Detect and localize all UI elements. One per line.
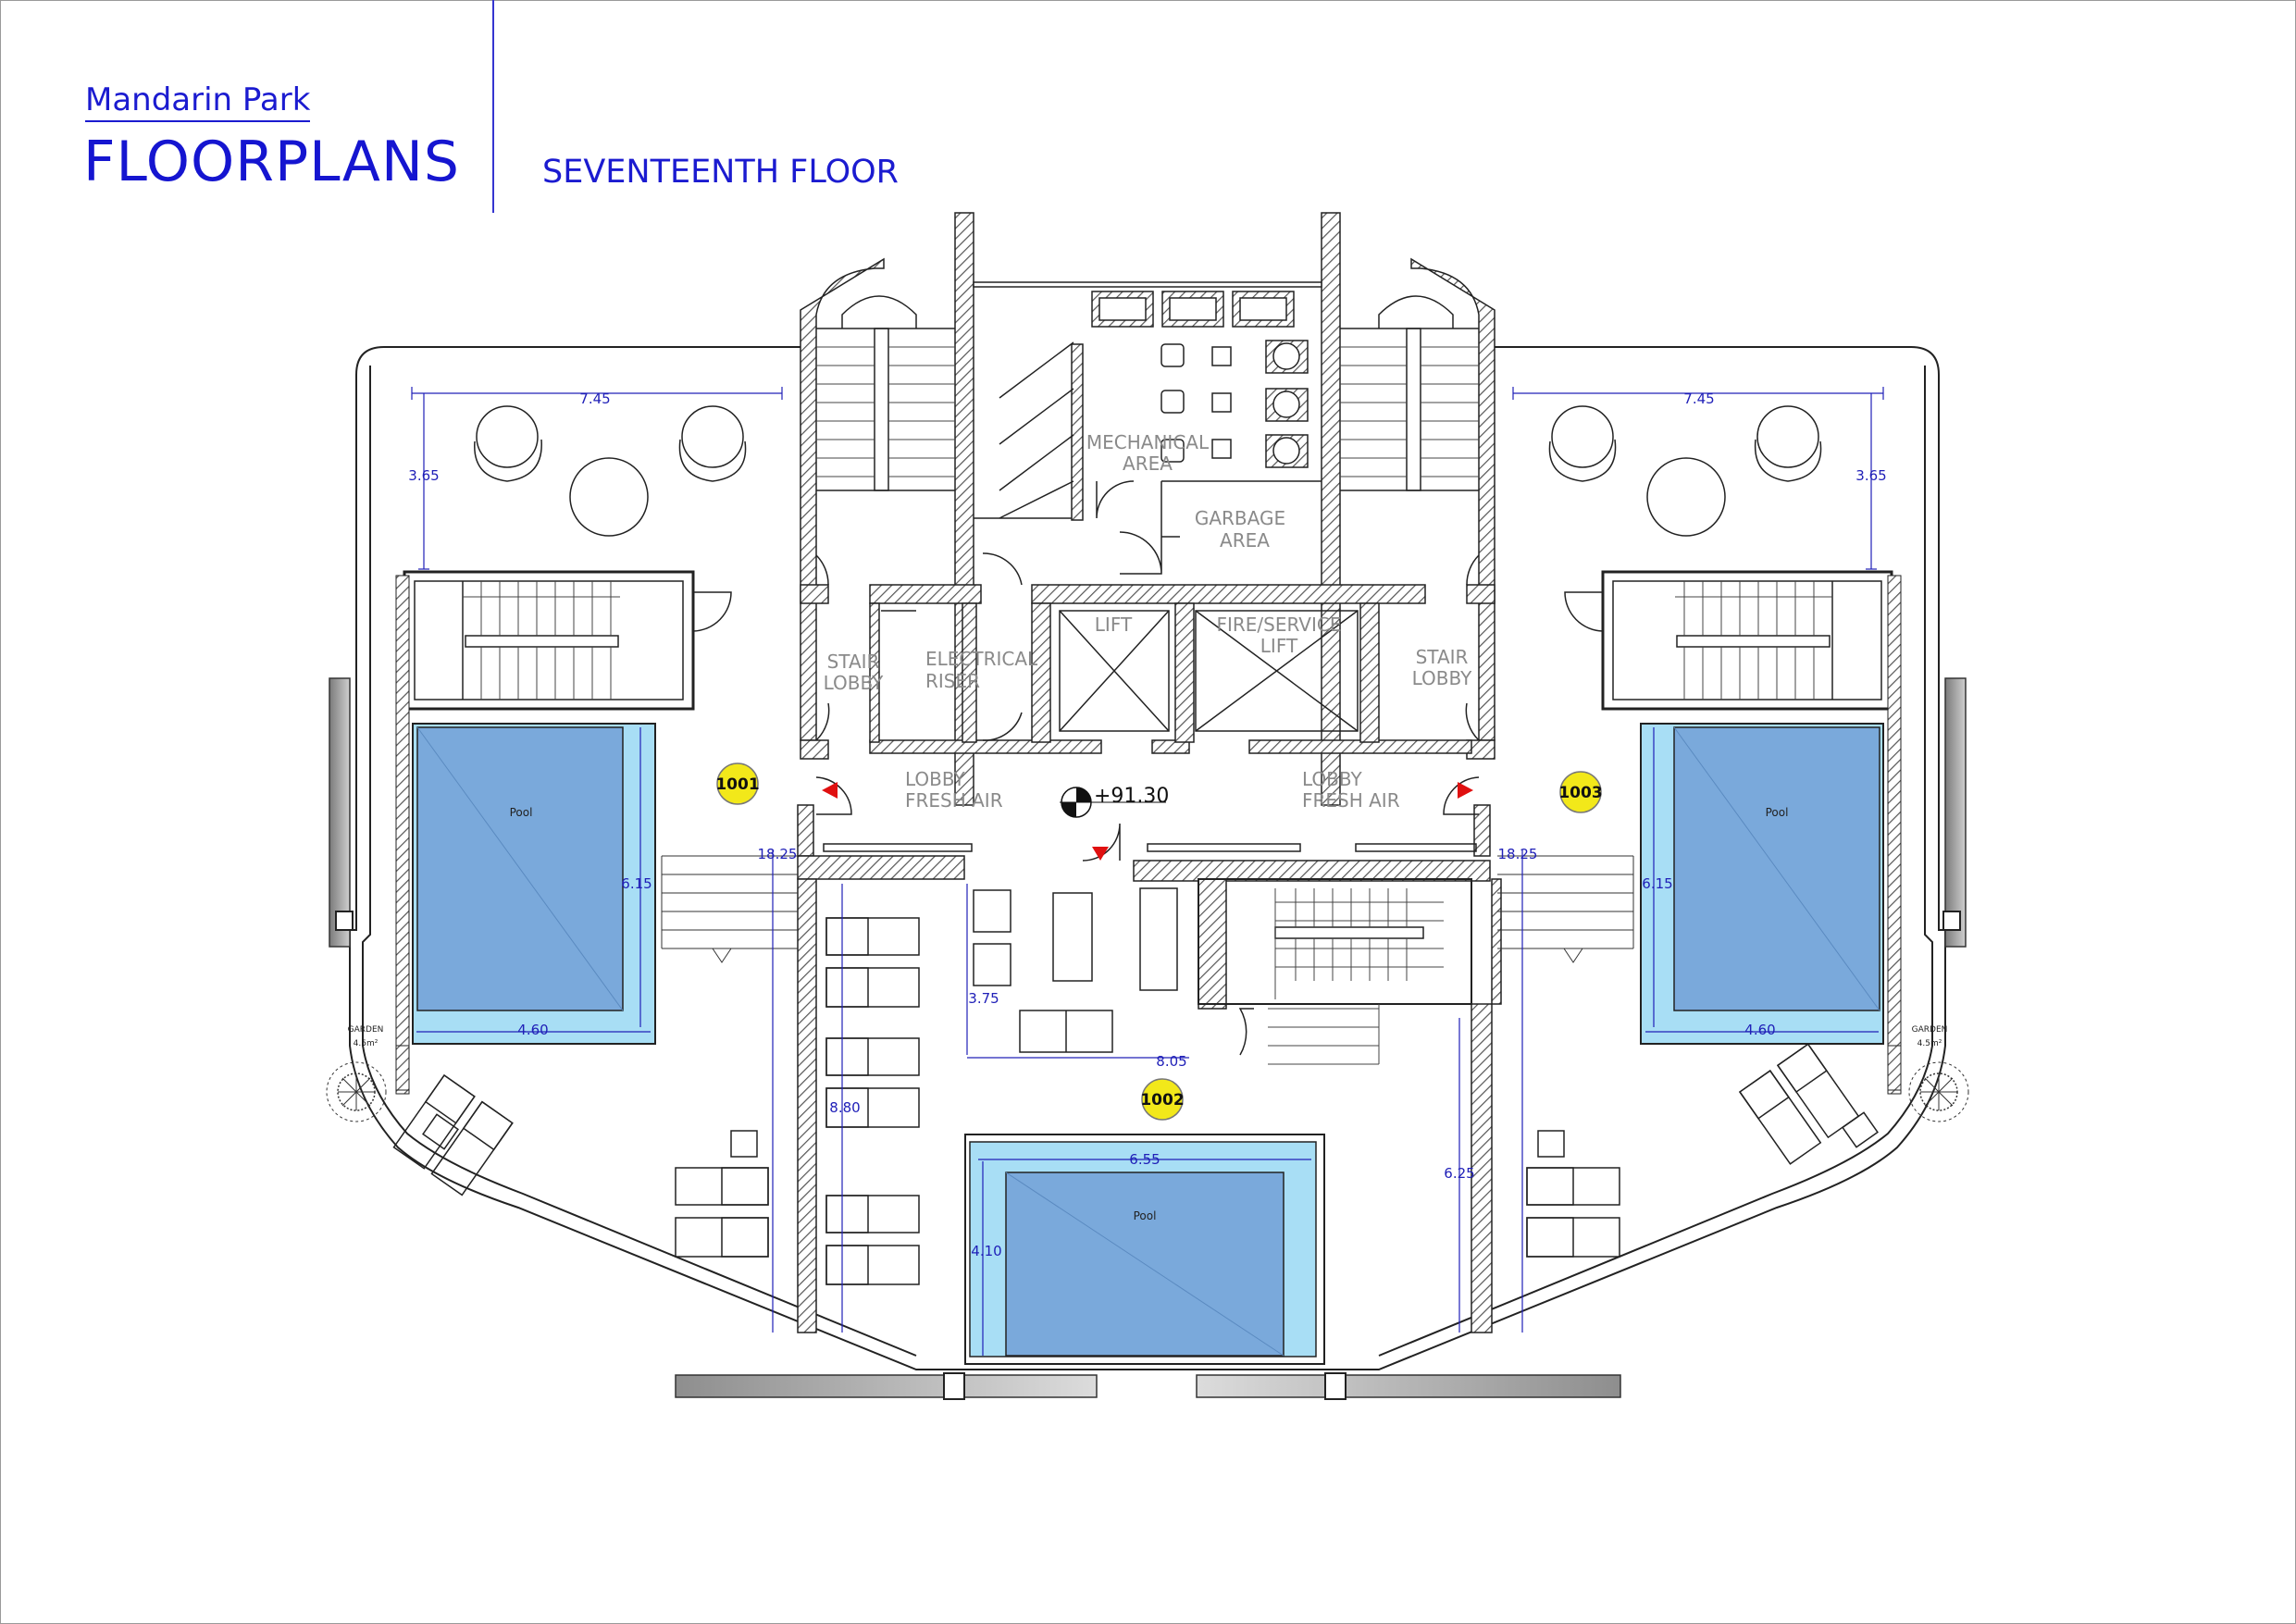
title-divider (492, 0, 494, 213)
svg-text:1002: 1002 (1140, 1091, 1184, 1110)
column-bottom-left (943, 1372, 965, 1400)
dim-left-wing-length: 18.25 (758, 846, 798, 862)
glazing-bottom-right (1196, 1374, 1621, 1398)
left-pool-label: Pool (510, 806, 533, 819)
svg-text:1003: 1003 (1558, 784, 1602, 802)
center-pool-label: Pool (1134, 1209, 1157, 1222)
left-garden: GARDEN 4.5m² (326, 1025, 387, 1122)
headline: FLOORPLANS (83, 130, 460, 194)
fire-lift-label-2: LIFT (1260, 635, 1298, 657)
fresh-air-left-label: LOBBY (905, 768, 966, 790)
brand-title: Mandarin Park (85, 81, 311, 122)
left-wing (392, 405, 798, 1258)
fresh-air-right-label-2: FRESH AIR (1302, 789, 1400, 812)
stair-lobby-right-label-2: LOBBY (1412, 667, 1473, 689)
electrical-label-2: RISER (925, 670, 980, 692)
elevation-label: +91.30 (1094, 785, 1169, 808)
core-walls (797, 212, 1502, 1333)
exit-arrow-left (822, 782, 838, 799)
dim-left-pool-length: 6.15 (621, 875, 652, 892)
stair-lobby-left-label-2: LOBBY (824, 672, 885, 694)
glazing-right (1944, 677, 1967, 948)
dim-center-right-length: 6.25 (1444, 1165, 1474, 1182)
core-interior (815, 281, 1480, 862)
lift-label: LIFT (1095, 614, 1133, 636)
left-wing-wall (395, 575, 410, 1095)
dim-right-pool-width: 4.60 (1744, 1022, 1775, 1038)
mechanical-label-2: AREA (1123, 452, 1173, 475)
exit-arrow-center (1092, 847, 1109, 861)
svg-text:GARDEN: GARDEN (348, 1025, 384, 1035)
right-wing-wall (1887, 575, 1902, 1095)
right-garden: GARDEN 4.5m² (1908, 1025, 1969, 1122)
unit-tag-1003: 1003 (1558, 771, 1603, 813)
svg-text:4.5m²: 4.5m² (354, 1039, 379, 1048)
right-pool-label: Pool (1766, 806, 1789, 819)
fresh-air-right-label: LOBBY (1302, 768, 1363, 790)
electrical-label: ELECTRICAL (925, 648, 1038, 670)
dim-center-lounge-depth: 3.75 (968, 990, 999, 1007)
glazing-bottom-left (675, 1374, 1098, 1398)
dim-right-terrace-depth: 3.65 (1855, 467, 1886, 484)
elevation-marker (1060, 787, 1166, 818)
garbage-label-2: AREA (1220, 529, 1270, 552)
column-bottom-right (1324, 1372, 1347, 1400)
unit-tag-1001: 1001 (715, 762, 760, 805)
dimension-lines (411, 387, 1884, 1356)
fresh-air-left-label-2: FRESH AIR (905, 789, 1003, 812)
exit-arrow-right (1458, 782, 1473, 799)
unit-tag-1002: 1002 (1140, 1078, 1185, 1121)
mechanical-label: MECHANICAL (1086, 431, 1210, 453)
right-wing (1497, 405, 1893, 1258)
svg-text:4.5m²: 4.5m² (1917, 1039, 1942, 1048)
svg-text:GARDEN: GARDEN (1912, 1025, 1948, 1035)
floor-title: SEVENTEENTH FLOOR (542, 154, 899, 191)
column-right-small (1942, 911, 1961, 931)
dim-right-pool-length: 6.15 (1642, 875, 1672, 892)
dim-center-left-length: 8.80 (829, 1099, 860, 1116)
fire-lift-label: FIRE/SERVICE (1217, 614, 1342, 636)
svg-text:1001: 1001 (715, 775, 759, 794)
dim-left-terrace-width: 7.45 (579, 391, 610, 407)
dim-right-terrace-width: 7.45 (1683, 391, 1714, 407)
dim-left-terrace-depth: 3.65 (408, 467, 439, 484)
dim-left-pool-width: 4.60 (517, 1022, 548, 1038)
stair-lobby-left-label: STAIR (827, 651, 880, 673)
garbage-label: GARBAGE (1195, 507, 1285, 529)
dim-center-lounge-width: 8.05 (1156, 1053, 1186, 1070)
stair-lobby-right-label: STAIR (1416, 646, 1469, 668)
dim-center-pool-length: 4.10 (971, 1243, 1001, 1259)
dim-center-pool-width: 6.55 (1129, 1151, 1160, 1168)
center-wing (825, 878, 1472, 1365)
dim-right-wing-length: 18.25 (1498, 846, 1538, 862)
column-left-small (335, 911, 354, 931)
building-outline (349, 346, 1946, 1370)
glazing-left (329, 677, 351, 948)
